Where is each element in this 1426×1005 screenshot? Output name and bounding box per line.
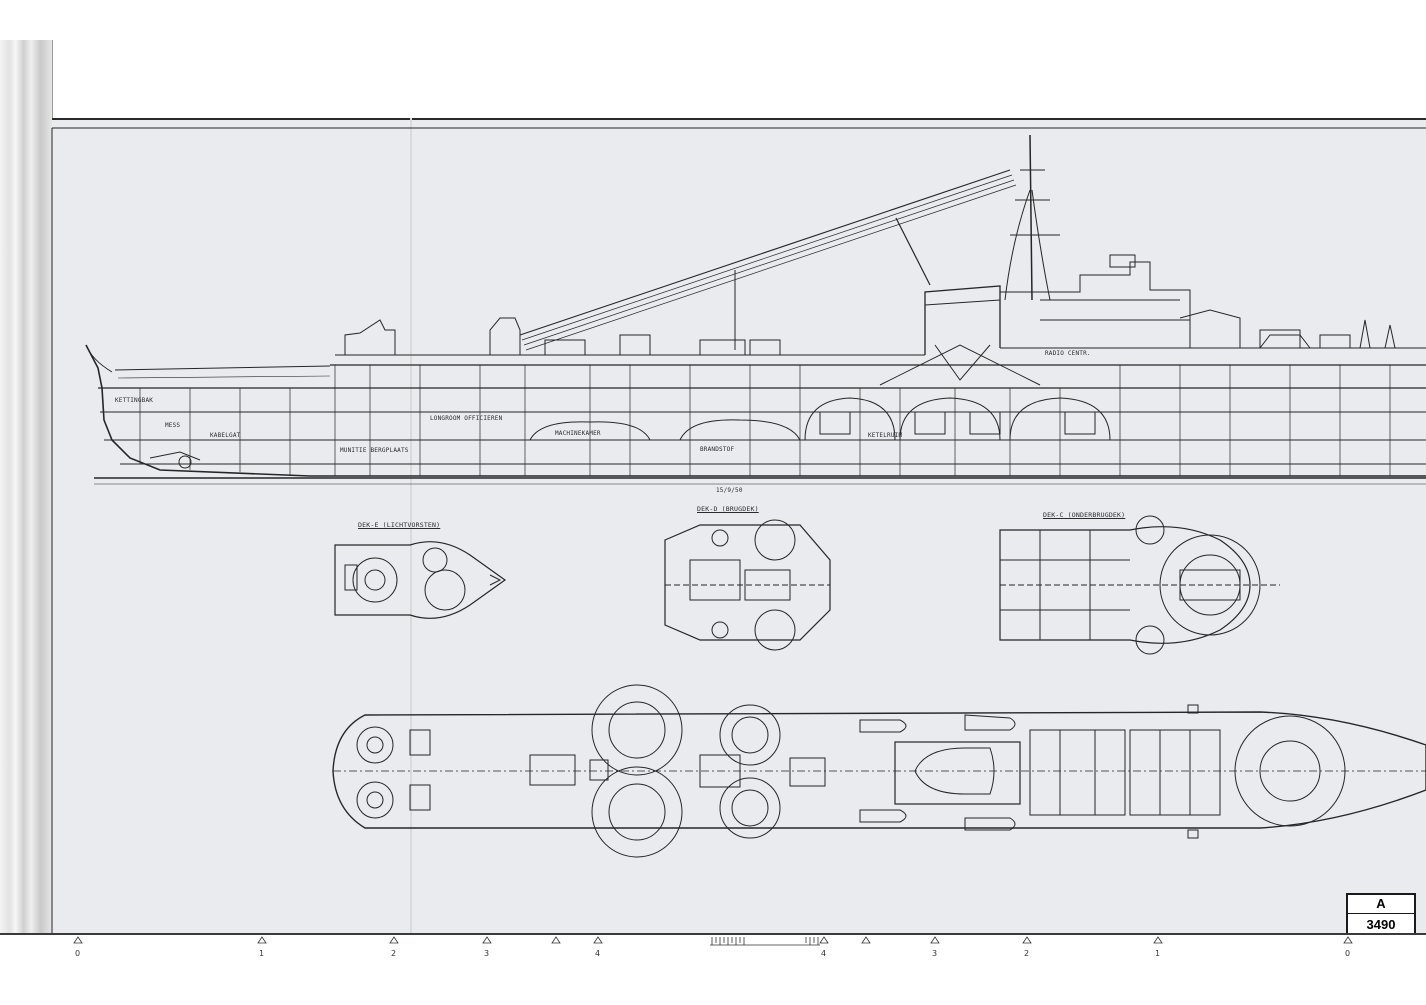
scale-tick-0: 0	[75, 949, 81, 958]
label-kabelgat: KABELGAT	[210, 432, 241, 439]
catalogue-plate: A 3490	[1346, 893, 1416, 939]
scale-bar: 0 1 2 3 4 4 3 2 1 0	[0, 933, 1426, 1001]
label-brug: RADIO CENTR.	[1045, 350, 1091, 357]
blueprint-sheet	[52, 118, 1426, 935]
scale-tick-8: 1	[1155, 949, 1161, 958]
label-ketelruim: KETELRUIM	[868, 432, 903, 439]
scale-tick-3: 3	[484, 949, 490, 958]
deck-d-title: DEK-D (BRUGDEK)	[697, 505, 759, 513]
deck-e-title: DEK-E (LICHTVORSTEN)	[358, 521, 441, 529]
scale-tick-1: 1	[259, 949, 265, 958]
label-machinekamer: MACHINEKAMER	[555, 430, 601, 437]
deck-e-plan	[334, 541, 507, 619]
label-officieren: LONGROOM OFFICIEREN	[430, 415, 503, 422]
deck-d-plan	[664, 519, 831, 651]
deck-c-title: DEK-C (ONDERBRUGDEK)	[1043, 511, 1126, 519]
center-mark: 15/9/50	[716, 487, 743, 494]
label-munitie: MUNITIE BERGPLAATS	[340, 447, 409, 454]
scale-ruler	[73, 936, 1353, 946]
scale-tick-5: 4	[821, 949, 827, 958]
sheet-fold-line	[410, 118, 412, 933]
scale-tick-9: 0	[1345, 949, 1351, 958]
label-kettingbak: KETTINGBAK	[115, 397, 154, 404]
scale-tick-6: 3	[932, 949, 938, 958]
scale-tick-4: 4	[595, 949, 601, 958]
main-deck-plan	[332, 684, 1426, 858]
deck-c-plan	[999, 515, 1280, 655]
plate-category: A	[1348, 895, 1414, 914]
scale-tick-7: 2	[1024, 949, 1030, 958]
profile-view	[85, 134, 1426, 485]
scale-tick-2: 2	[391, 949, 397, 958]
label-mess: MESS	[165, 422, 181, 429]
label-brandstof: BRANDSTOF	[700, 446, 735, 453]
plate-number: 3490	[1366, 917, 1396, 932]
